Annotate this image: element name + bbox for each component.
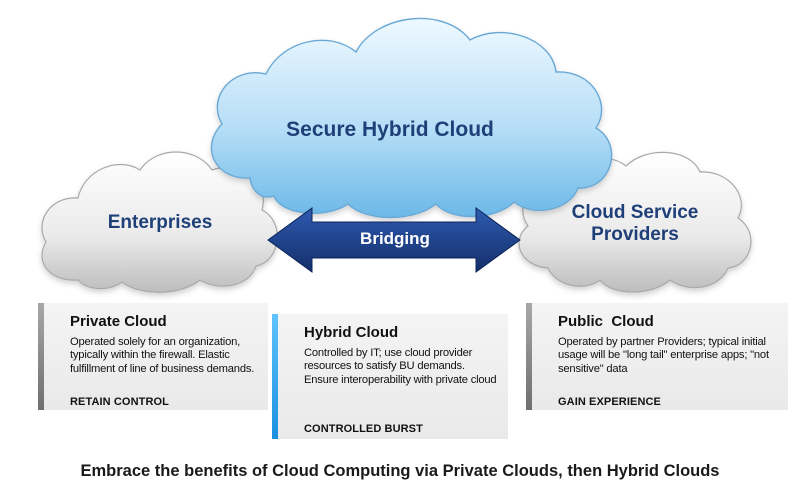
- panel-private-cloud: Private Cloud Operated solely for an org…: [38, 303, 268, 410]
- panel-title: Private Cloud: [70, 313, 167, 330]
- panel-title: Public Cloud: [558, 313, 654, 330]
- panel-accent-bar: [272, 314, 278, 439]
- cloud-secure-hybrid: [210, 17, 613, 219]
- panel-title: Hybrid Cloud: [304, 324, 399, 341]
- panel-description: Operated by partner Providers; typical i…: [558, 336, 769, 375]
- panel-description: Operated solely for an organization, typ…: [70, 336, 255, 375]
- panel-public-cloud: Public Cloud Operated by partner Provide…: [526, 303, 788, 410]
- panel-accent-bar: [526, 303, 532, 410]
- bridging-arrow: [267, 207, 521, 273]
- footer-caption: Embrace the benefits of Cloud Computing …: [80, 462, 720, 480]
- cloud-label-enterprises: Enterprises: [107, 212, 213, 233]
- bridging-label: Bridging: [360, 229, 430, 248]
- panel-accent-bar: [38, 303, 44, 410]
- panel-hybrid-cloud: Hybrid Cloud Controlled by IT; use cloud…: [272, 314, 508, 439]
- cloud-label-secure-hybrid: Secure Hybrid Cloud: [286, 118, 494, 141]
- panel-tagline: CONTROLLED BURST: [304, 423, 423, 435]
- panel-tagline: GAIN EXPERIENCE: [558, 396, 661, 408]
- cloud-label-service-providers-line2: Providers: [591, 223, 679, 245]
- panel-tagline: RETAIN CONTROL: [70, 396, 169, 408]
- cloud-label-service-providers-line1: Cloud Service: [571, 202, 699, 223]
- cloud-label-service-providers: Cloud Service Providers: [540, 202, 730, 246]
- panel-description: Controlled by IT; use cloud provider res…: [304, 347, 497, 386]
